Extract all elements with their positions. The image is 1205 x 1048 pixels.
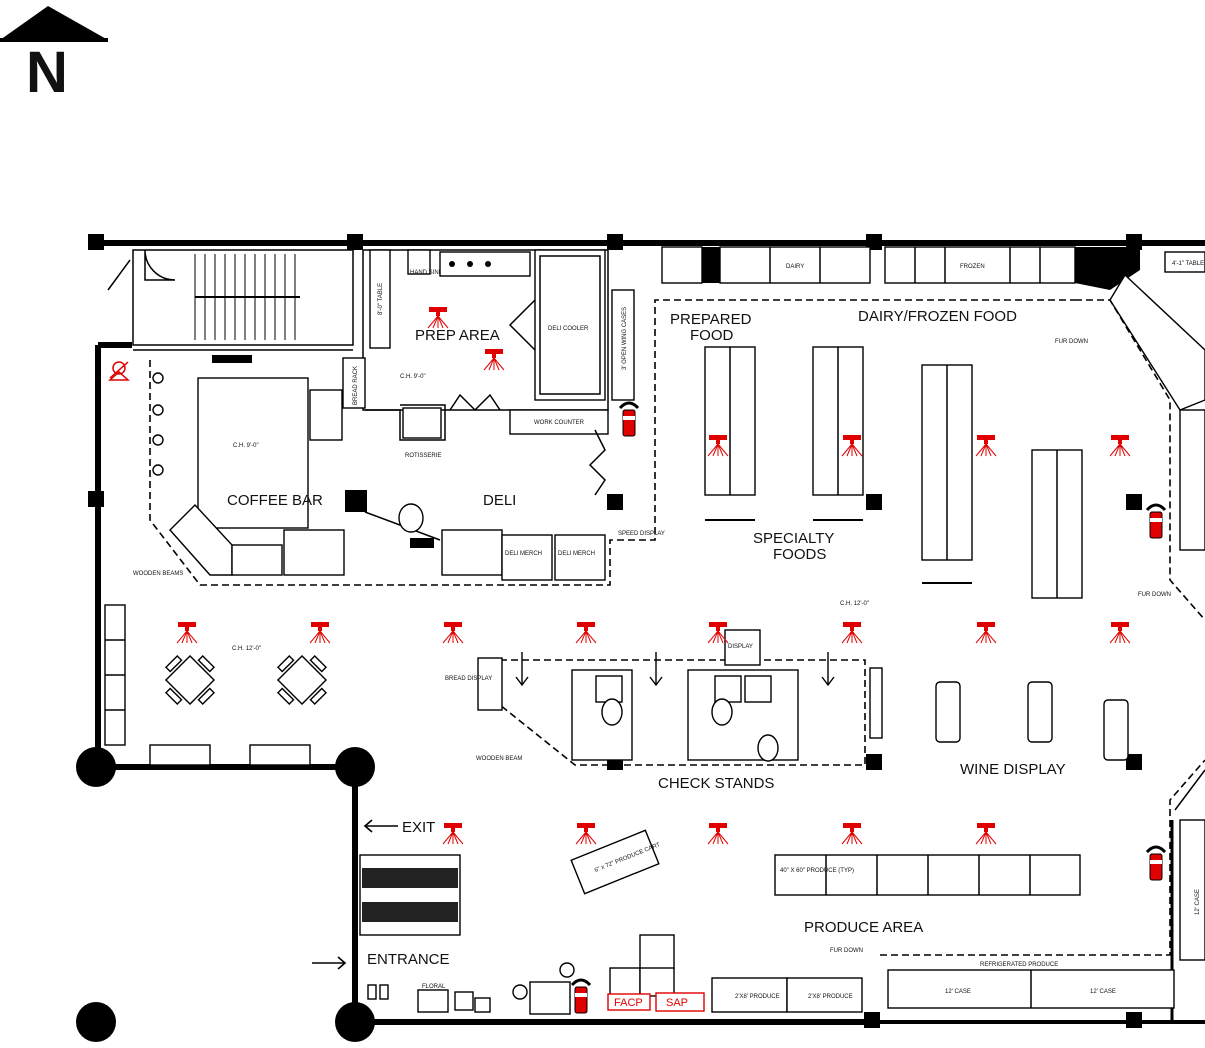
sprinkler-head-icon [442,622,464,644]
coffee-deli-zone: C.H. 9'-0" COFFEE BAR DELI DELI MERCH DE… [133,299,1075,586]
sprinkler-heads [176,307,1131,845]
sprinkler-head-icon [707,435,729,457]
work-counter-label: WORK COUNTER [534,420,585,426]
deli-label: DELI [483,492,516,509]
deli-merch-2-label: DELI MERCH [558,551,595,557]
check-stands: BREAD DISPLAY DISPLAY CHECK STANDS WOODE… [445,629,883,792]
sprinkler-head-icon [427,307,449,329]
check-stands-label: CHECK STANDS [658,775,774,792]
sap-label: SAP [666,997,688,1009]
sprinkler-head-icon [841,435,863,457]
ch-prep-label: C.H. 9'-0" [400,374,426,380]
produce-area: 6" x 72" PRODUCE CART 40" X 60" PRODUCE … [570,759,1205,1013]
wooden-beam-label: WOODEN BEAM [476,756,522,762]
stairwell [107,249,354,351]
fire-extinguisher-icon [1145,503,1167,539]
rotisserie-label: ROTISSERIE [405,453,441,459]
frozen-label: FROZEN [960,264,985,270]
sprinkler-head-icon [1109,622,1131,644]
sprinkler-head-icon [309,622,331,644]
open-wing-cases-label: 3' OPEN WING CASES [622,307,628,370]
north-letter: N [26,40,68,105]
prepared-food-label-2: FOOD [690,327,733,344]
fire-extinguishers [570,401,1167,1014]
facp-label: FACP [614,997,643,1009]
bread-rack-label: BREAD RACK [353,366,359,405]
sprinkler-head-icon [841,823,863,845]
sap-panel [655,992,705,1012]
exit-label: EXIT [402,819,435,836]
sprinkler-head-icon [1109,435,1131,457]
case-2-label: 12' CASE [1090,989,1116,995]
ch-coffee-label: C.H. 9'-0" [233,443,259,449]
table-4-label: 4'-1" TABLE [1172,261,1204,267]
speed-display-label: SPEED DISPLAY [618,531,665,537]
fire-connection-icon [108,361,130,381]
prep-area-label: PREP AREA [415,327,500,344]
entry-zone: EXIT ENTRANCE FLORAL [312,819,675,1015]
fire-panels: FACP SAP [607,992,705,1012]
north-arrow-icon: N [0,6,108,105]
sprinkler-head-icon [176,622,198,644]
prepared-food-label-1: PREPARED [670,311,752,328]
facp-panel [607,993,651,1011]
entrance-label: ENTRANCE [367,951,450,968]
sprinkler-head-icon [707,823,729,845]
dairy-label: DAIRY [786,264,804,270]
fur-down-top-label: FUR DOWN [1055,339,1088,345]
sprinkler-head-icon [975,622,997,644]
fire-extinguisher-icon [1145,845,1167,881]
deli-cooler-label: DELI COOLER [548,326,589,332]
coffee-counter: DELI MERCH DELI MERCH [169,503,606,581]
produce-2-label: 2'X8' PRODUCE [808,994,853,1000]
specialty-label-2: FOODS [773,546,826,563]
bread-display-label: BREAD DISPLAY [445,676,492,682]
produce-typ-label: 40" X 60" PRODUCE (TYP) [780,868,854,874]
table-8-label: 8'-0" TABLE [378,283,384,315]
refrig-produce-label: REFRIGERATED PRODUCE [980,962,1058,968]
ch-floor-label: C.H. 12'-0" [840,601,869,607]
wine-display-label: WINE DISPLAY [960,761,1066,778]
dairy-frozen-label: DAIRY/FROZEN FOOD [858,308,1017,325]
fire-extinguisher-icon [570,978,592,1014]
sprinkler-head-icon [975,435,997,457]
fire-extinguisher-icon [618,401,640,437]
exterior-walls [88,240,1205,1025]
sprinkler-head-icon [575,823,597,845]
specialty-foods-zone: PREPARED FOOD SPECIALTY FOODS C.H. 12'-0… [670,311,1171,607]
sprinkler-head-icon [483,349,505,371]
hand-sink-label: HAND SINK [410,270,443,276]
deli-merch-1-label: DELI MERCH [505,551,542,557]
display-label: DISPLAY [728,644,753,650]
sprinkler-head-icon [975,823,997,845]
ch-right-label: C.H. 12'-0" [232,646,261,652]
produce-area-label: PRODUCE AREA [804,919,923,936]
case-right-label: 12' CASE [1195,889,1201,915]
sprinkler-head-icon [442,823,464,845]
fur-down-bottom-label: FUR DOWN [830,948,863,954]
sprinkler-head-icon [707,622,729,644]
floral-label: FLORAL [422,984,446,990]
case-1-label: 12' CASE [945,989,971,995]
produce-1-label: 2'X8' PRODUCE [735,994,780,1000]
fur-down-right-label: FUR DOWN [1138,592,1171,598]
seating-area: C.H. 12'-0" [104,604,328,766]
sprinkler-head-icon [841,622,863,644]
sprinkler-head-icon [575,622,597,644]
wine-display: WINE DISPLAY [935,681,1129,778]
prep-area: 8'-0" TABLE HAND SINK DELI COOLER PREP A… [342,249,635,496]
specialty-label-1: SPECIALTY [753,530,834,547]
coffee-bar-label: COFFEE BAR [227,492,323,509]
dairy-frozen-cases: DAIRY FROZEN 4'-1" TABLE DAIRY/FROZEN FO… [661,246,1205,621]
wooden-beams-label: WOODEN BEAMS [133,571,183,577]
